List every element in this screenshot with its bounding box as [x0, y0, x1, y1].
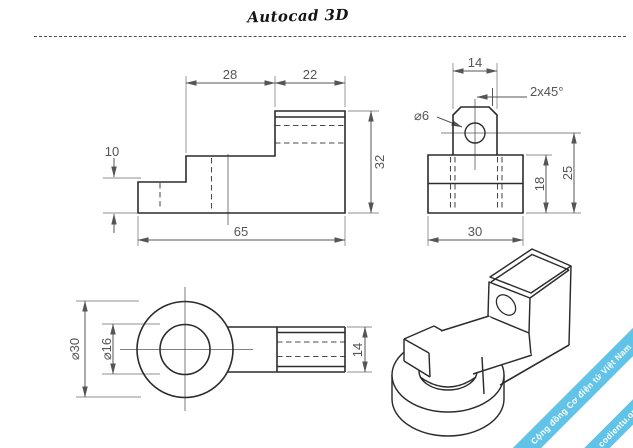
block-edge-redraw	[499, 344, 570, 386]
dim-22: 22	[303, 67, 317, 82]
object-lines	[137, 110, 346, 214]
chamfer-note: 2x45°	[530, 84, 563, 99]
dim-18: 18	[532, 177, 547, 191]
block-edge-redraw	[481, 356, 485, 395]
dia-30: ⌀30	[67, 338, 82, 360]
iso-view	[391, 248, 572, 437]
dim-28: 28	[223, 67, 237, 82]
block-edge	[528, 332, 532, 356]
dimension-lines	[82, 300, 368, 398]
outer-circle	[136, 300, 234, 399]
side-view: 14 2x45° ⌀6 18 25 30	[414, 55, 581, 246]
eyelet-slot-fill	[404, 326, 460, 377]
dia-16: ⌀16	[99, 338, 114, 360]
dimension-lines	[111, 80, 374, 243]
dim-10: 10	[105, 144, 119, 159]
object-lines	[427, 106, 524, 214]
center-lines	[441, 99, 581, 170]
bore-circle	[159, 323, 211, 376]
extension-lines	[76, 300, 372, 398]
front-view: 28 22 10 32 65	[103, 67, 387, 246]
block-edge	[568, 265, 572, 346]
center-lines	[120, 287, 253, 411]
extension-lines	[103, 76, 379, 246]
dim-25: 25	[560, 166, 575, 180]
object-line	[137, 110, 346, 214]
dim-14-tab: 14	[468, 55, 482, 70]
dim-14-stem: 14	[350, 343, 365, 357]
object-line	[452, 106, 498, 155]
block-cap-thickness-edge	[490, 253, 570, 283]
slot-edge	[403, 338, 430, 354]
dimension-lines	[427, 68, 577, 243]
hole-circle	[464, 122, 486, 144]
hole-leader-line	[436, 116, 463, 128]
slot-edge	[403, 360, 431, 378]
slot-edge	[403, 325, 435, 340]
dim-65: 65	[234, 224, 248, 239]
object-line	[427, 154, 524, 214]
title-separator	[34, 36, 626, 37]
top-view: ⌀30 ⌀16 14	[67, 287, 372, 411]
iso-arm	[440, 315, 570, 395]
hole-diameter-label: ⌀6	[414, 108, 429, 123]
hidden-lines	[159, 124, 344, 210]
dim-32: 32	[372, 155, 387, 169]
slot-edge	[428, 352, 431, 378]
hidden-lines	[277, 341, 345, 358]
block-edge	[529, 269, 570, 299]
arm-fill	[441, 316, 532, 374]
object-lines	[136, 300, 346, 399]
eyelet-bore-floor	[419, 376, 477, 388]
iso-hole	[495, 294, 517, 316]
dim-30: 30	[468, 224, 482, 239]
arm-edge	[440, 315, 490, 332]
